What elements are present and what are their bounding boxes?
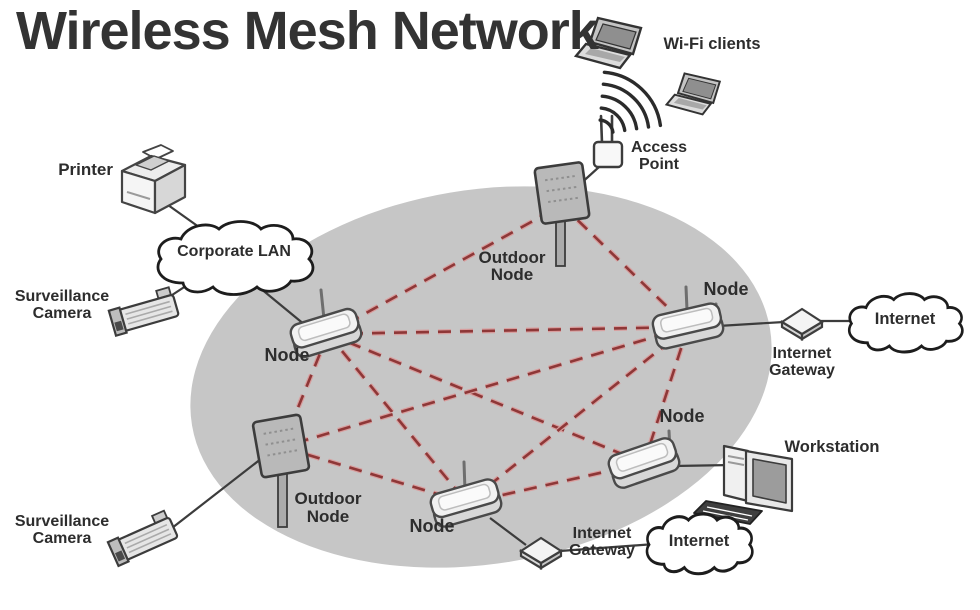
internet-gateway-right-icon	[780, 307, 824, 341]
wire-gateway-internet-bottom	[559, 542, 656, 553]
outdoor-node-top-label-line1: Outdoor	[478, 248, 546, 267]
access-point-label: Access Point	[610, 139, 708, 173]
mesh-link-node-left--node-bottom-center	[326, 333, 469, 504]
node-right-icon	[649, 285, 727, 352]
wire-camera-outdoor-node	[171, 454, 267, 529]
printer-label: Printer	[58, 160, 113, 179]
title-line-2: Network	[391, 1, 599, 61]
outdoor-node-top-icon	[533, 160, 591, 267]
mesh-link-node-left--outdoor-node-top	[327, 203, 563, 336]
internet-cloud-bottom	[645, 512, 754, 576]
node-left-icon	[287, 288, 365, 361]
internet-gateway-bottom-label: Internet Gateway	[552, 525, 652, 559]
wifi-client-laptop-2-icon	[665, 72, 721, 116]
wire-lan-node	[259, 287, 306, 326]
wire-node-gateway-bottom	[489, 517, 527, 546]
access-point-label-line2: Point	[639, 156, 679, 173]
node-bottom-center-label: Node	[409, 516, 455, 536]
surveillance-camera-bottom-label-line2: Camera	[32, 530, 92, 547]
surveillance-camera-bottom-label-line1: Surveillance	[14, 513, 110, 530]
mesh-link-outdoor-node-top--node-right	[561, 204, 689, 328]
node-bottom-right-icon	[605, 429, 683, 492]
workstation-label: Workstation	[784, 438, 880, 456]
internet-gateway-bottom-label-line2: Gateway	[569, 542, 635, 559]
internet-cloud-right	[847, 292, 964, 354]
corporate-lan-label: Corporate LAN	[177, 243, 291, 260]
access-point-label-line1: Access	[630, 139, 688, 156]
surveillance-camera-top-label-line2: Camera	[32, 305, 92, 322]
wire-node-workstation	[673, 463, 733, 468]
internet-bottom-label: Internet	[668, 532, 730, 550]
mesh-link-node-right--node-bottom-right	[642, 326, 690, 464]
node-bottom-center-icon	[427, 460, 505, 530]
internet-gateway-bottom-label-line1: Internet	[572, 525, 632, 542]
page-title: Wireless Mesh Network	[16, 0, 599, 62]
mesh-link-node-left--node-bottom-right	[327, 332, 645, 465]
outdoor-node-bottom-icon	[251, 412, 311, 528]
node-left-label: Node	[264, 345, 310, 365]
internet-gateway-right-label: Internet Gateway	[752, 345, 852, 379]
mesh-link-node-left--node-right	[327, 325, 689, 336]
wire-node-gateway-right	[717, 320, 785, 328]
printer-icon	[120, 144, 187, 215]
node-right-label: Node	[703, 279, 749, 299]
internet-right-label: Internet	[874, 310, 936, 328]
wifi-signal-icon	[598, 70, 663, 134]
mesh-link-node-right--outdoor-node-bottom	[281, 325, 689, 449]
internet-gateway-right-label-line1: Internet	[772, 345, 832, 362]
outdoor-node-bottom-label: Outdoor Node	[277, 490, 379, 525]
internet-gateway-right-label-line2: Gateway	[769, 361, 835, 379]
surveillance-camera-top-label-line1: Surveillance	[14, 288, 110, 305]
outdoor-node-bottom-label-line2: Node	[306, 506, 350, 526]
outdoor-node-bottom-label-line1: Outdoor	[294, 489, 362, 508]
corporate-lan-cloud	[156, 220, 315, 296]
surveillance-camera-top-label: Surveillance Camera	[6, 288, 118, 322]
surveillance-camera-top-icon	[106, 285, 181, 337]
wifi-clients-label: Wi-Fi clients	[663, 35, 761, 53]
node-bottom-right-label: Node	[659, 406, 705, 426]
surveillance-camera-bottom-label: Surveillance Camera	[6, 513, 118, 547]
outdoor-node-top-label-line2: Node	[490, 265, 534, 284]
title-line-1: Wireless Mesh	[16, 1, 379, 61]
mesh-link-node-right--node-bottom-center	[466, 325, 689, 505]
workstation-icon	[693, 444, 794, 525]
outdoor-node-top-label: Outdoor Node	[460, 249, 564, 283]
